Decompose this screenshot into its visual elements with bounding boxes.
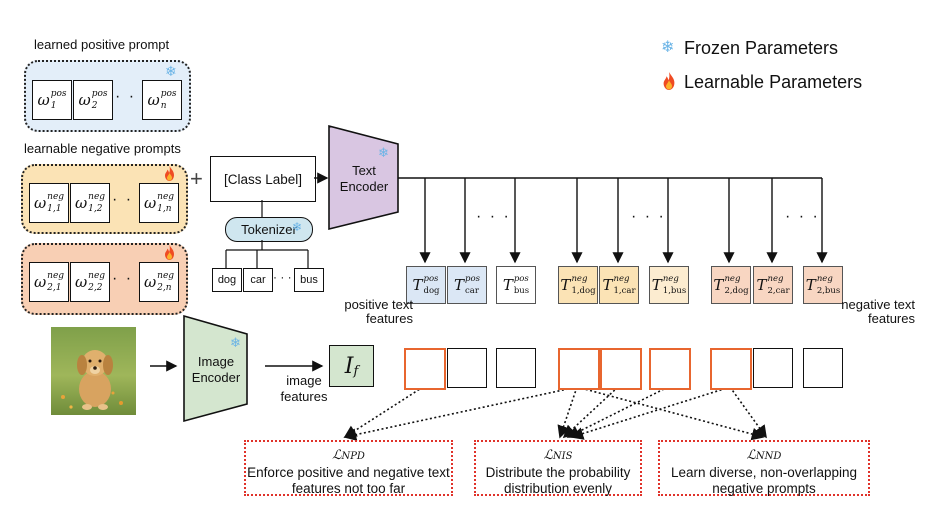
ellipsis: · · · (112, 270, 147, 287)
loss-npd-text: Enforce positive and negative text featu… (247, 465, 450, 496)
snowflake-icon: ❄ (230, 335, 241, 350)
feature-arrows (419, 178, 828, 264)
ellipsis: · · · (476, 208, 511, 225)
similarity-square-pos-car (447, 348, 487, 388)
token-car: car (243, 268, 273, 292)
positive-text-features-label: positive text features (344, 297, 413, 326)
image-encoder-shape (183, 314, 248, 423)
snowflake-icon: ❄ (292, 220, 303, 234)
legend-frozen: Frozen Parameters (684, 38, 839, 58)
ellipsis: · · · (631, 208, 666, 225)
similarity-square-neg2-dog (710, 348, 752, 390)
similarity-square-neg1-car (600, 348, 642, 390)
image-encoder-label: Image Encoder (191, 354, 241, 385)
similarity-square-neg2-car (753, 348, 793, 388)
loss-arrows (343, 386, 767, 441)
loss-nis-box: ℒNIS Distribute the probability distribu… (474, 440, 642, 496)
token-dog: dog (212, 268, 242, 292)
text-encoder-label: Text Encoder (339, 163, 389, 194)
similarity-square-neg1-bus (649, 348, 691, 390)
fire-icon (165, 245, 174, 260)
fire-icon (165, 166, 174, 181)
ellipsis: · · · (785, 208, 820, 225)
ellipsis: · · · (273, 270, 292, 284)
token-bus: bus (294, 268, 324, 292)
positive-prompt-label: learned positive prompt (34, 37, 170, 52)
text-encoder-shape (328, 124, 399, 231)
class-label-box: [Class Label] (210, 156, 316, 202)
loss-nnd-text: Learn diverse, non-overlapping negative … (670, 465, 858, 496)
negative-prompts-label: learnable negative prompts (24, 141, 181, 156)
ellipsis: · · · (112, 191, 147, 208)
snowflake-icon: ❄ (165, 63, 177, 79)
negative-text-features-label: negative text features (841, 297, 915, 326)
fire-icon (663, 72, 675, 90)
legend-learnable: Learnable Parameters (684, 72, 863, 92)
snowflake-icon: ❄ (378, 145, 389, 160)
similarity-square-neg1-dog (558, 348, 600, 390)
plus-sign: + (190, 166, 203, 191)
similarity-square-neg2-bus (803, 348, 843, 388)
ellipsis: · · · (115, 88, 150, 105)
dog-photo (51, 327, 136, 415)
snowflake-icon: ❄ (661, 39, 675, 56)
image-features-label: image features (280, 373, 328, 404)
similarity-square-pos-dog (404, 348, 446, 390)
loss-nnd-box: ℒNND Learn diverse, non-overlapping nega… (658, 440, 870, 496)
loss-npd-box: ℒNPD Enforce positive and negative text … (244, 440, 453, 496)
similarity-square-pos-bus (496, 348, 536, 388)
tokenizer: Tokenizer (225, 217, 313, 242)
loss-nis-text: Distribute the probability distribution … (485, 465, 631, 496)
